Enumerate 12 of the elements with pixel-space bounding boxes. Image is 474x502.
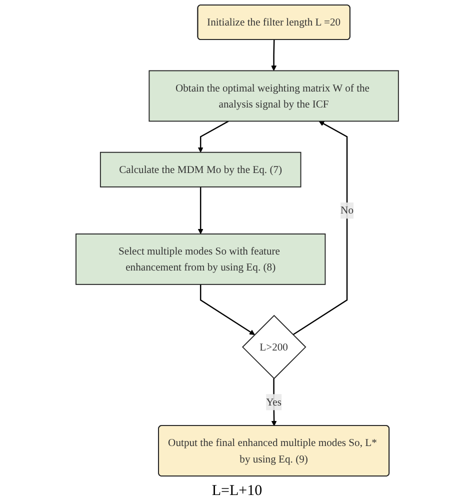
node-box: Calculate the MDM Mo by the Eq. (7) <box>100 152 302 188</box>
edge-label: No <box>340 204 354 216</box>
arrow <box>200 284 255 335</box>
node-box: Obtain the optimal weighting matrix W of the analysis signal by the ICF <box>148 70 399 122</box>
arrow <box>198 186 204 234</box>
edge-label: Yes <box>266 396 282 408</box>
arrow <box>292 120 348 336</box>
node-box: Select multiple modes So with feature enhancement from by using Eq. (8) <box>75 234 326 285</box>
node-diamond: L>200 <box>242 314 306 380</box>
arrow <box>270 40 276 71</box>
loop-label: L=L+10 <box>212 483 262 499</box>
arrow <box>198 120 229 153</box>
